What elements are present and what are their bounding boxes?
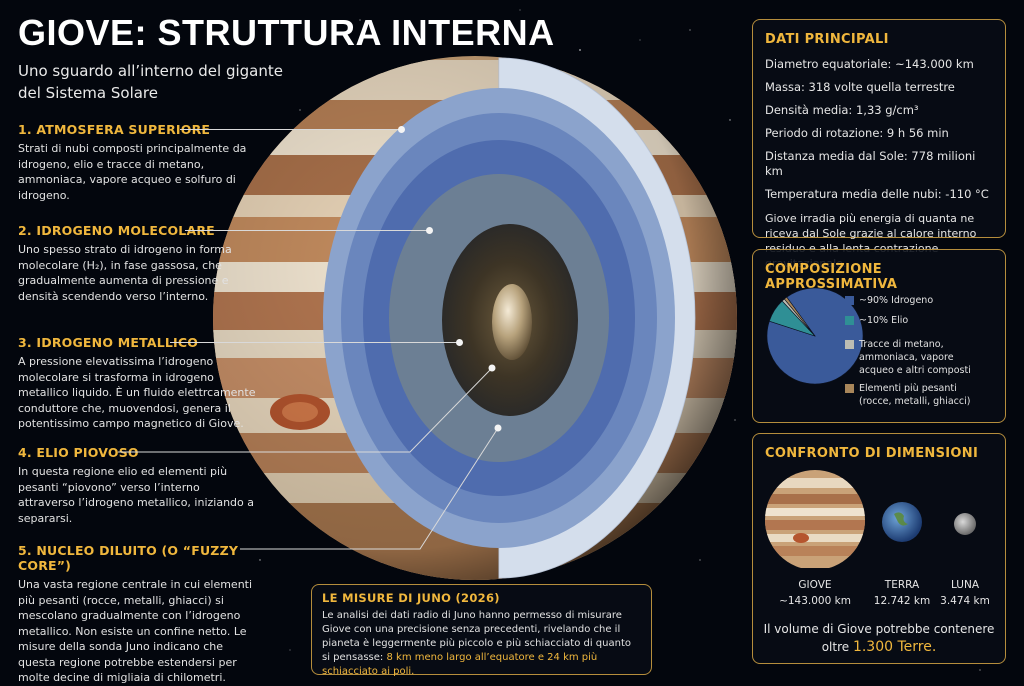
composition-panel: COMPOSIZIONE APPROSSIMATIVA ~90% Idrogen… [752,249,1006,423]
size-comparison-panel: CONFRONTO DI DIMENSIONI GIOVE ~143.0 [752,433,1006,664]
stat-mass: Massa: 318 volte quella terrestre [765,80,955,94]
leader-dot [398,126,405,133]
layer-heading: 3. IDROGENO METALLICO [18,335,199,350]
legend-swatch [845,316,854,325]
legend-swatch [845,384,854,393]
stat-temperature: Temperatura media delle nubi: -110 °C [765,187,989,201]
layer-text: Strati di nubi composti principalmente d… [18,142,247,202]
planet-size-illustrations [765,470,976,568]
layer-text: In questa regione elio ed elementi più p… [18,465,254,525]
planet-label-moon: LUNA 3.474 km [940,579,990,607]
stat-distance: Distanza media dal Sole: 778 milioni km [765,149,976,178]
legend-heavy-elements: Elementi più pesanti (rocce, metalli, gh… [845,382,985,408]
layer-atmosfera: 1. ATMOSFERA SUPERIORE Strati di nubi co… [18,122,258,203]
legend-helium: ~10% Elio [845,314,985,327]
stat-diameter: Diametro equatoriale: ~143.000 km [765,57,974,71]
leader-line [170,342,460,343]
legend-traces: Tracce di metano, ammoniaca, vapore acqu… [845,338,985,377]
layer-heading: 5. NUCLEO DILUITO (O “FUZZY CORE”) [18,543,239,573]
leader-dot [456,339,463,346]
key-data-panel: DATI PRINCIPALI Diametro equatoriale: ~1… [752,19,1006,270]
planet-label-earth: TERRA 12.742 km [873,579,931,607]
moon-mini [954,513,976,535]
layer-idrogeno-metallico: 3. IDROGENO METALLICO A pressione elevat… [18,335,258,432]
composition-pie-chart [766,287,864,385]
stat-rotation: Periodo di rotazione: 9 h 56 min [765,126,949,140]
layer-elio-piovoso: 4. ELIO PIOVOSO In questa regione elio e… [18,445,258,526]
legend-swatch [845,340,854,349]
juno-highlight: 8 km meno largo all’equatore e 24 km più… [322,652,598,677]
pie-slice-3 [783,296,816,337]
leader-line [185,230,430,231]
leader-dot [426,227,433,234]
layer-nucleo-diluito: 5. NUCLEO DILUITO (O “FUZZY CORE”) Una v… [18,543,258,686]
legend-swatch [845,296,854,305]
layer-heading: 1. ATMOSFERA SUPERIORE [18,122,211,137]
juno-measurements-panel: LE MISURE DI JUNO (2026) Le analisi dei … [311,584,652,677]
layer-idrogeno-molecolare: 2. IDROGENO MOLECOLARE Uno spesso strato… [18,223,258,304]
planet-label-jupiter: GIOVE ~143.000 km [779,579,851,607]
leader-line [180,129,402,130]
volume-note: Il volume di Giove potrebbe contenere ol… [763,622,995,655]
legend-hydrogen: ~90% Idrogeno [845,294,985,307]
stat-density: Densità media: 1,33 g/cm³ [765,103,919,117]
page-title: GIOVE: STRUTTURA INTERNA [18,12,555,53]
layer-text: Una vasta regione centrale in cui elemen… [18,578,253,684]
layer-text: A pressione elevatissima l’idrogeno mole… [18,355,256,430]
panel-heading: LE MISURE DI JUNO (2026) [322,591,500,605]
panel-heading: DATI PRINCIPALI [765,32,889,47]
juno-text: Le analisi dei dati radio di Juno hanno … [322,610,631,663]
panel-heading: COMPOSIZIONE APPROSSIMATIVA [765,262,898,292]
inner-core [492,284,532,360]
layer-text: Uno spesso strato di idrogeno in forma m… [18,243,232,303]
layer-heading: 4. ELIO PIOVOSO [18,445,139,460]
page-subtitle: Uno sguardo all’interno del gigante del … [18,62,283,102]
panel-heading: CONFRONTO DI DIMENSIONI [765,446,979,461]
layer-heading: 2. IDROGENO MOLECOLARE [18,223,215,238]
jupiter-mini [765,470,865,568]
